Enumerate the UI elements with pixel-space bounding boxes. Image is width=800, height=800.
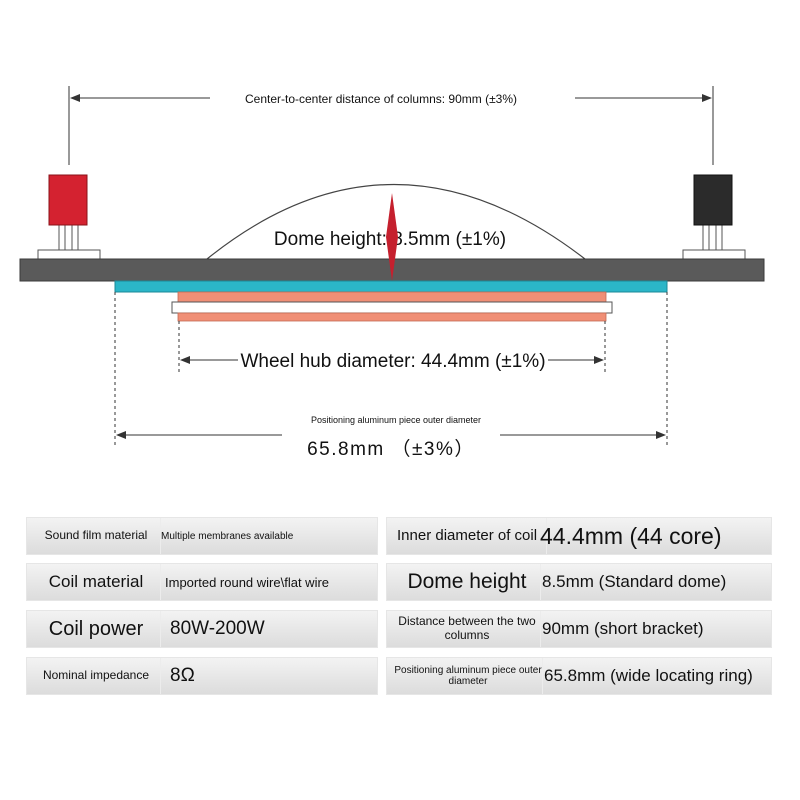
terminal-negative-icon	[693, 174, 733, 226]
spec-value: 65.8mm (wide locating ring)	[544, 666, 753, 685]
dome-height-marker-icon	[386, 193, 398, 281]
spec-label: Nominal impedance	[31, 658, 161, 694]
column-arrow-left-icon	[70, 94, 80, 102]
terminal-pin-left-a	[58, 224, 66, 251]
hub-diameter-label: Wheel hub diameter: 44.4mm (±1%)	[240, 351, 545, 372]
spec-label: Inner diameter of coil	[393, 518, 547, 554]
spec-value: 8Ω	[170, 665, 195, 686]
spec-row: Nominal impedance 8Ω	[26, 657, 378, 695]
positioning-ring	[114, 280, 668, 293]
terminal-positive-icon	[48, 174, 88, 226]
terminal-base-left	[37, 249, 101, 260]
ring-arrow-right-icon	[656, 431, 666, 439]
hub-arrow-left-icon	[180, 356, 190, 364]
spec-value: 8.5mm (Standard dome)	[542, 572, 727, 591]
coil-layer-bottom	[177, 312, 607, 322]
ring-arrow-left-icon	[116, 431, 126, 439]
spec-row: Positioning aluminum piece outer diamete…	[386, 657, 772, 695]
spec-row: Dome height 8.5mm (Standard dome)	[386, 563, 772, 601]
spec-value: 80W-200W	[170, 618, 265, 639]
spec-label: Positioning aluminum piece outer diamete…	[393, 658, 543, 694]
coil-layer-top	[177, 291, 607, 303]
spec-row: Coil power 80W-200W	[26, 610, 378, 648]
coil-spacer	[171, 301, 613, 314]
spec-row: Distance between the two columns 90mm (s…	[386, 610, 772, 648]
ring-value-label: 65.8mm （±3%）	[307, 438, 475, 460]
spec-row: Sound film material Multiple membranes a…	[26, 517, 378, 555]
column-arrow-right-icon	[702, 94, 712, 102]
spec-row: Inner diameter of coil 44.4mm (44 core)	[386, 517, 772, 555]
spec-value: 90mm (short bracket)	[542, 619, 704, 638]
hub-arrow-right-icon	[594, 356, 604, 364]
spec-label: Sound film material	[31, 518, 161, 554]
spec-label: Coil power	[31, 611, 161, 647]
column-distance-label: Center-to-center distance of columns: 90…	[245, 92, 517, 106]
spec-label: Dome height	[393, 564, 541, 600]
terminal-pin-right-b	[715, 224, 723, 251]
spec-value: Imported round wire\flat wire	[165, 574, 330, 590]
ring-title-label: Positioning aluminum piece outer diamete…	[311, 415, 481, 425]
terminal-pin-left-b	[71, 224, 79, 251]
terminal-pin-right-a	[702, 224, 710, 251]
spec-row: Coil material Imported round wire\flat w…	[26, 563, 378, 601]
dome-arc	[206, 183, 586, 260]
spec-value: 44.4mm (44 core)	[540, 522, 722, 549]
speaker-diagram: Center-to-center distance of columns: 90…	[19, 86, 765, 460]
terminal-base-right	[682, 249, 746, 260]
spec-value: Multiple membranes available	[161, 530, 294, 542]
spec-label: Distance between the two columns	[393, 611, 541, 647]
spec-label: Coil material	[31, 564, 161, 600]
